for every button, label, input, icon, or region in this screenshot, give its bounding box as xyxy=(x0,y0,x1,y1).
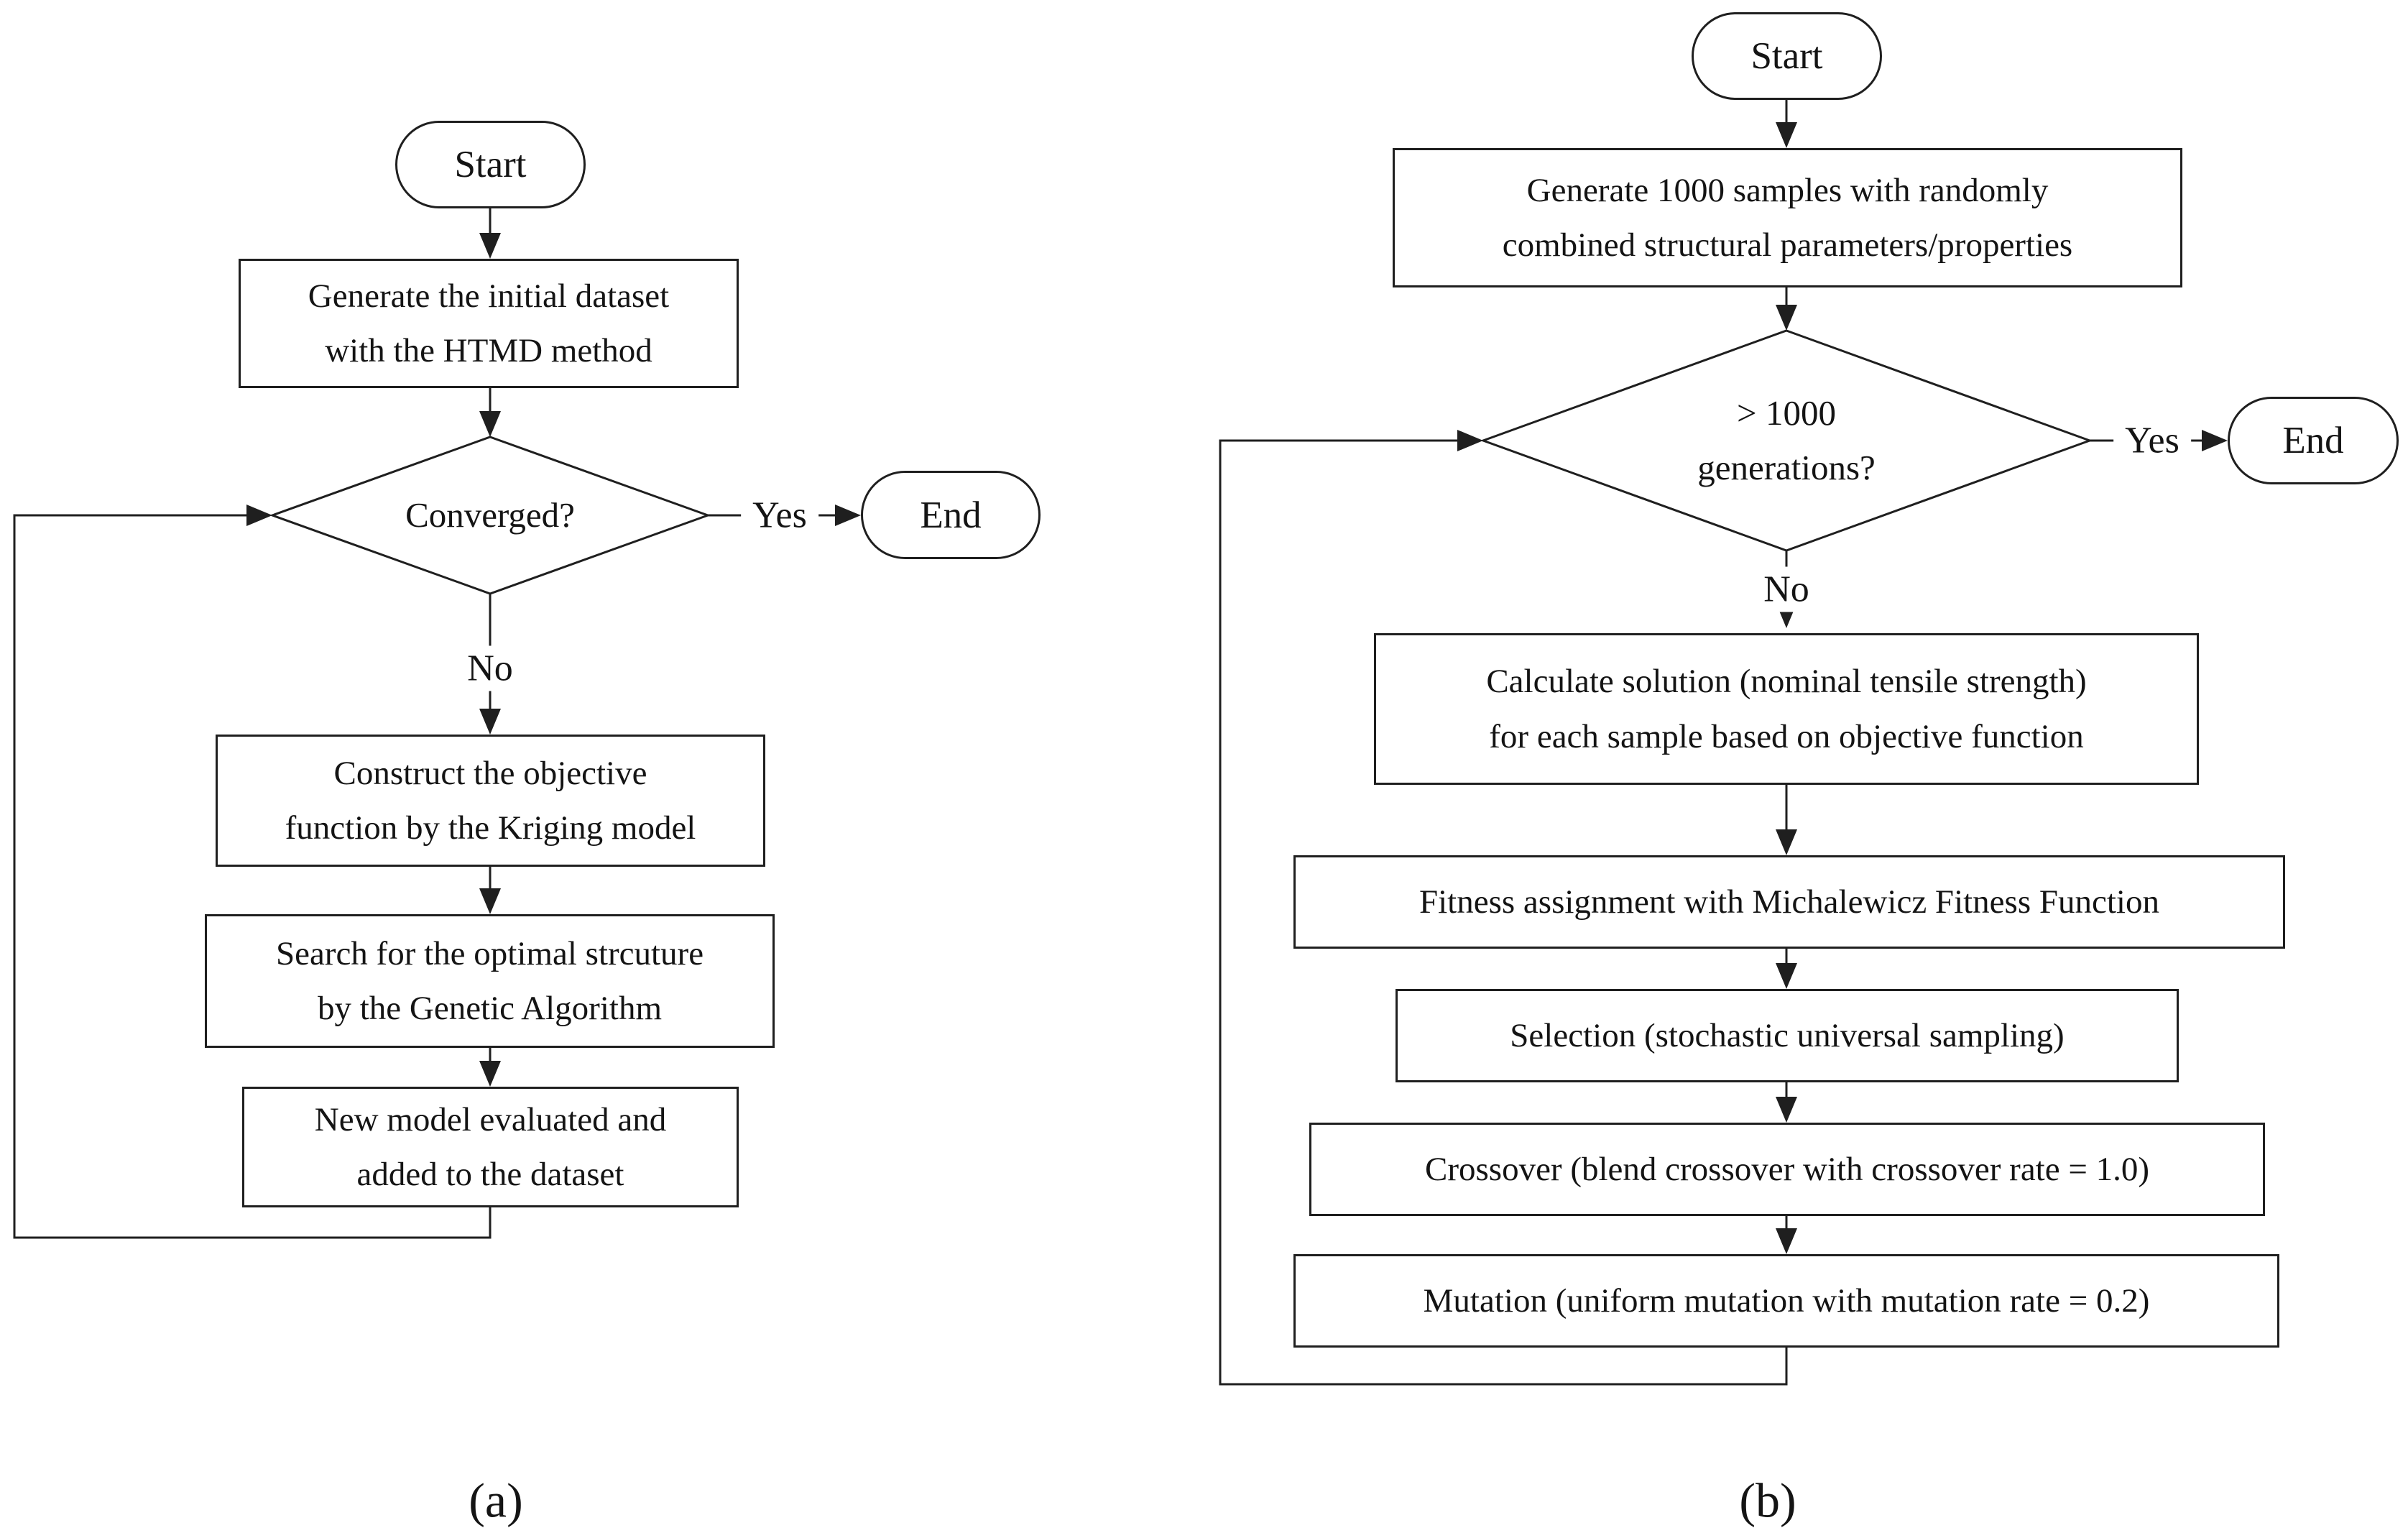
process-mutation-line1: Mutation (uniform mutation with mutation… xyxy=(1423,1281,2150,1320)
process-generate-initial-dataset: Generate the initial dataset with the HT… xyxy=(239,259,739,388)
arrowhead-b-crossover-to-mutation xyxy=(1776,1228,1797,1254)
edge-label-yes-a: Yes xyxy=(741,492,818,538)
process-search-optimal-structure-line1: Search for the optimal strcuture xyxy=(275,934,704,972)
arrowhead-b-yes-to-end xyxy=(2202,430,2228,451)
arrowhead-a-no-to-construct xyxy=(479,709,501,735)
process-search-optimal-structure-line2: by the Genetic Algorithm xyxy=(317,990,663,1027)
process-new-model-evaluated: New model evaluated and added to the dat… xyxy=(242,1087,739,1207)
arrowhead-b-fitness-to-selection xyxy=(1776,963,1797,989)
process-calculate-solution-line1: Calculate solution (nominal tensile stre… xyxy=(1486,663,2087,701)
process-crossover: Crossover (blend crossover with crossove… xyxy=(1309,1123,2265,1216)
terminator-end-a-label: End xyxy=(920,494,982,536)
terminator-end-b-label: End xyxy=(2282,420,2344,461)
arrowhead-b-loopback xyxy=(1457,430,1483,451)
arrowhead-a-start-to-generate xyxy=(479,233,501,259)
arrowhead-a-generate-to-decision xyxy=(479,411,501,437)
edge-label-no-a: No xyxy=(456,645,525,691)
terminator-start-a-label: Start xyxy=(454,144,527,185)
process-new-model-evaluated-line1: New model evaluated and xyxy=(314,1100,667,1138)
process-selection: Selection (stochastic universal sampling… xyxy=(1396,989,2179,1082)
arrowhead-b-generate-to-decision xyxy=(1776,305,1797,331)
process-generate-initial-dataset-line1: Generate the initial dataset xyxy=(308,277,670,315)
arrowhead-b-selection-to-crossover xyxy=(1776,1097,1797,1123)
decision-diamond-generations xyxy=(1480,329,2093,552)
arrowhead-b-start-to-generate xyxy=(1776,122,1797,148)
arrowhead-a-yes-to-end xyxy=(835,505,861,526)
process-crossover-line1: Crossover (blend crossover with crossove… xyxy=(1424,1150,2150,1188)
caption-a: (a) xyxy=(469,1473,523,1528)
process-mutation: Mutation (uniform mutation with mutation… xyxy=(1293,1254,2279,1348)
decision-generations-label-line1: > 1000 xyxy=(1737,393,1836,433)
process-generate-1000-samples-line1: Generate 1000 samples with randomly xyxy=(1526,171,2049,209)
process-selection-line1: Selection (stochastic universal sampling… xyxy=(1510,1016,2065,1054)
terminator-end-b: End xyxy=(2228,397,2399,484)
edge-label-yes-b: Yes xyxy=(2113,418,2191,464)
arrowhead-a-search-to-newmodel xyxy=(479,1061,501,1087)
arrowhead-a-construct-to-search xyxy=(479,888,501,914)
process-calculate-solution-line2: for each sample based on objective funct… xyxy=(1489,717,2084,755)
decision-generations-label-line2: generations? xyxy=(1697,448,1876,487)
decision-generations-label: > 1000 generations? xyxy=(1697,386,1876,495)
caption-b: (b) xyxy=(1739,1473,1796,1528)
process-construct-objective: Construct the objective function by the … xyxy=(216,735,765,867)
terminator-end-a: End xyxy=(861,471,1041,559)
process-fitness-assignment: Fitness assignment with Michalewicz Fitn… xyxy=(1293,855,2285,949)
decision-diamond-converged xyxy=(269,436,711,595)
process-new-model-evaluated-line2: added to the dataset xyxy=(356,1156,624,1193)
edge-a-loopback xyxy=(13,514,492,1239)
process-generate-initial-dataset-line2: with the HTMD method xyxy=(325,332,652,369)
process-calculate-solution: Calculate solution (nominal tensile stre… xyxy=(1374,633,2199,785)
process-fitness-assignment-line1: Fitness assignment with Michalewicz Fitn… xyxy=(1418,883,2159,921)
arrowhead-b-calculate-to-fitness xyxy=(1776,829,1797,855)
terminator-start-b-label: Start xyxy=(1750,35,1823,77)
process-generate-1000-samples-line2: combined structural parameters/propertie… xyxy=(1502,226,2073,264)
process-generate-1000-samples: Generate 1000 samples with randomly comb… xyxy=(1393,148,2182,287)
edge-label-no-b: No xyxy=(1752,566,1821,612)
terminator-start-a: Start xyxy=(395,121,586,208)
process-construct-objective-line1: Construct the objective xyxy=(333,754,647,792)
decision-converged-label: Converged? xyxy=(405,495,575,535)
terminator-start-b: Start xyxy=(1692,12,1882,100)
arrowhead-a-loopback xyxy=(246,505,272,526)
process-construct-objective-line2: function by the Kriging model xyxy=(285,809,696,847)
process-search-optimal-structure: Search for the optimal strcuture by the … xyxy=(205,914,775,1048)
edge-b-loopback xyxy=(1219,439,1788,1386)
